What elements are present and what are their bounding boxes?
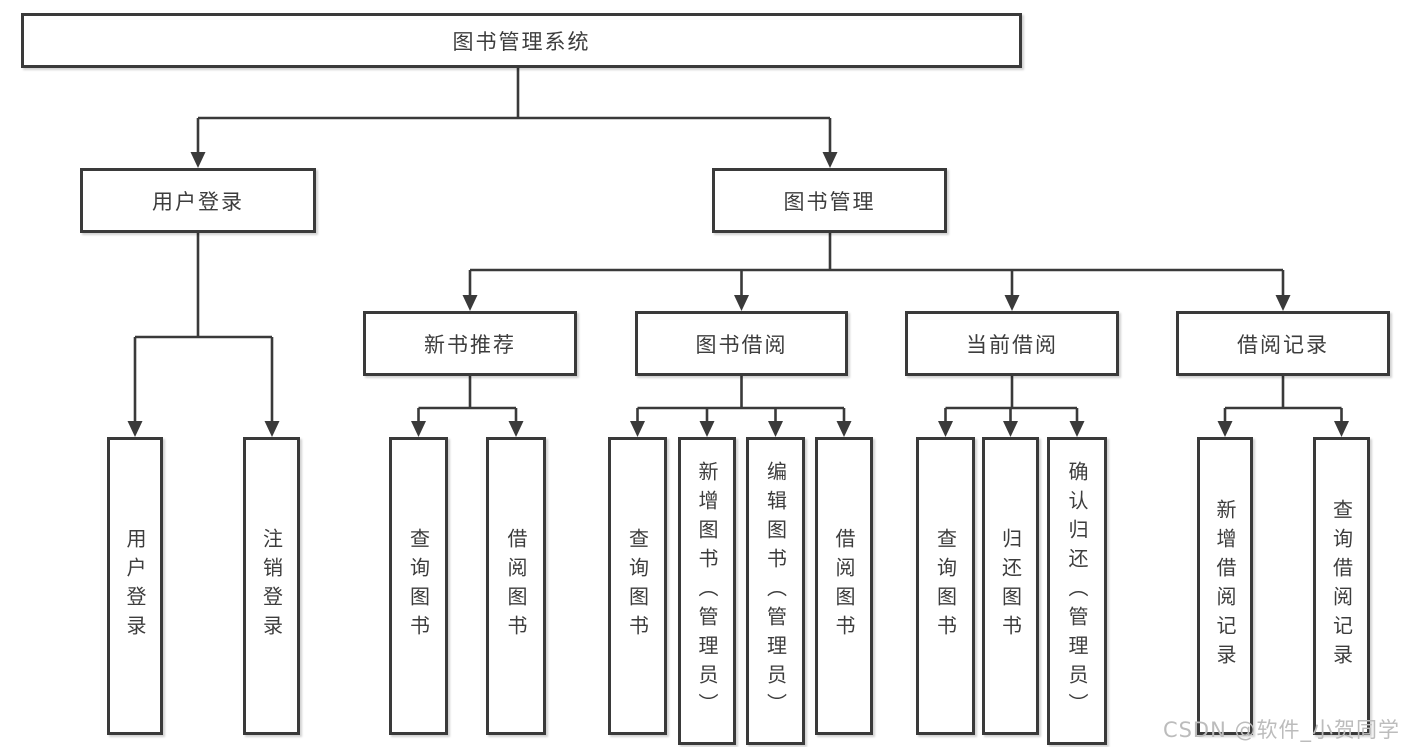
leaf-query-books-recommend-label: 查询图书 <box>406 528 431 644</box>
leaf-edit-books-admin-label: 编辑图书（管理员） <box>763 460 788 722</box>
csdn-watermark: CSDN @软件_小贺同学 <box>1162 718 1400 742</box>
leaf-logout-label: 注销登录 <box>259 528 284 644</box>
node-current-borrowing: 当前借阅 <box>905 311 1119 376</box>
node-book-management: 图书管理 <box>712 168 947 233</box>
node-user-login-label: 用户登录 <box>152 189 244 214</box>
node-borrowing-records: 借阅记录 <box>1176 311 1390 376</box>
leaf-query-books-recommend: 查询图书 <box>389 437 448 735</box>
leaf-query-books-current-label: 查询图书 <box>933 528 958 644</box>
node-current-borrowing-label: 当前借阅 <box>966 332 1058 357</box>
leaf-confirm-return-admin: 确认归还（管理员） <box>1047 437 1107 745</box>
leaf-user-login: 用户登录 <box>107 437 163 735</box>
node-book-borrowing: 图书借阅 <box>635 311 848 376</box>
leaf-user-login-label: 用户登录 <box>123 528 147 644</box>
leaf-query-books-borrow: 查询图书 <box>608 437 667 735</box>
node-new-book-recommendation: 新书推荐 <box>363 311 577 376</box>
leaf-borrow-books-recommend: 借阅图书 <box>486 437 546 735</box>
node-book-borrowing-label: 图书借阅 <box>695 332 788 357</box>
leaf-confirm-return-admin-label: 确认归还（管理员） <box>1065 460 1089 722</box>
node-new-book-recommendation-label: 新书推荐 <box>424 332 516 357</box>
leaf-return-books-label: 归还图书 <box>998 528 1023 644</box>
leaf-add-books-admin-label: 新增图书（管理员） <box>695 460 719 722</box>
leaf-query-borrow-record: 查询借阅记录 <box>1313 437 1370 735</box>
leaf-borrow-books: 借阅图书 <box>815 437 873 735</box>
leaf-query-books-borrow-label: 查询图书 <box>625 528 650 644</box>
leaf-query-books-current: 查询图书 <box>916 437 975 735</box>
leaf-add-borrow-record: 新增借阅记录 <box>1197 437 1253 735</box>
leaf-add-books-admin: 新增图书（管理员） <box>678 437 736 745</box>
leaf-borrow-books-label: 借阅图书 <box>832 528 856 644</box>
node-user-login: 用户登录 <box>80 168 316 233</box>
node-library-management-system-label: 图书管理系统 <box>452 29 591 54</box>
node-borrowing-records-label: 借阅记录 <box>1237 332 1329 357</box>
leaf-logout: 注销登录 <box>243 437 300 735</box>
leaf-add-borrow-record-label: 新增借阅记录 <box>1213 499 1237 673</box>
leaf-edit-books-admin: 编辑图书（管理员） <box>746 437 805 745</box>
node-book-management-label: 图书管理 <box>783 189 876 214</box>
leaf-borrow-books-recommend-label: 借阅图书 <box>504 528 528 644</box>
leaf-return-books: 归还图书 <box>982 437 1039 735</box>
leaf-query-borrow-record-label: 查询借阅记录 <box>1329 499 1354 673</box>
node-library-management-system: 图书管理系统 <box>21 13 1022 68</box>
